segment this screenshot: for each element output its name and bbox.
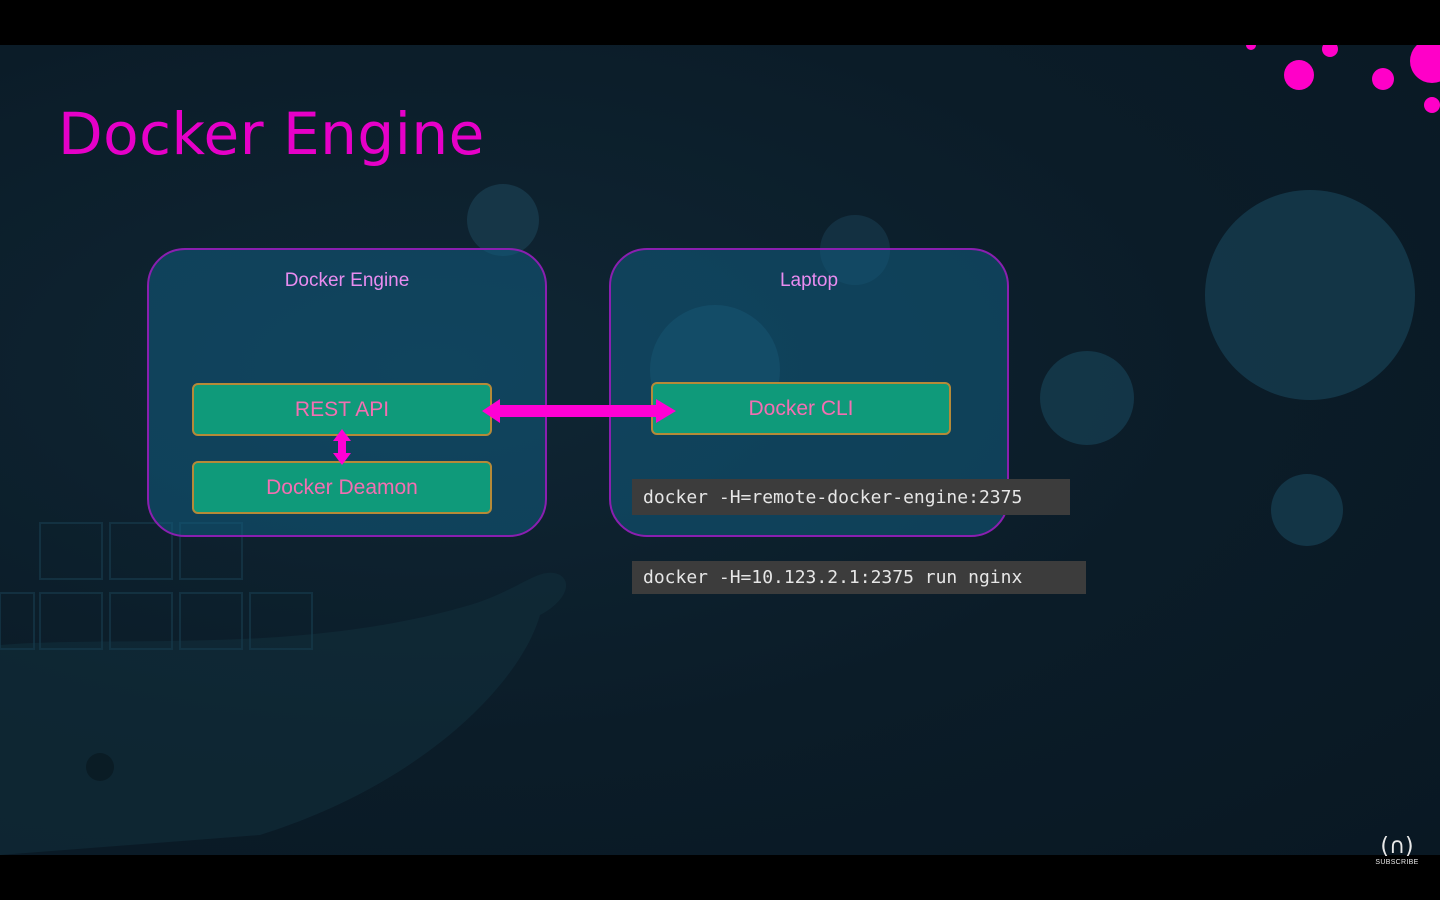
command-remote-host: docker -H=remote-docker-engine:2375 — [632, 479, 1070, 515]
bubble — [1040, 351, 1134, 445]
letterbox-top — [0, 0, 1440, 45]
bubble — [467, 184, 539, 256]
accent-dot — [1284, 60, 1314, 90]
flame-icon: (∩) — [1380, 834, 1414, 859]
subscribe-logo[interactable]: (∩) SUBSCRIBE — [1374, 835, 1420, 875]
bubble — [1271, 474, 1343, 546]
docker-engine-box-label: Docker Engine — [284, 270, 410, 291]
accent-dot — [1246, 45, 1256, 50]
slide: Docker Engine Docker Engine REST API Doc… — [0, 45, 1440, 855]
command-run-nginx: docker -H=10.123.2.1:2375 run nginx — [632, 561, 1086, 594]
laptop-box-label: Laptop — [779, 270, 839, 291]
container-stack — [0, 522, 313, 650]
rest-api-box: REST API — [192, 383, 492, 436]
letterbox-bottom — [0, 855, 1440, 900]
accent-dot — [1410, 45, 1440, 83]
docker-daemon-box: Docker Deamon — [192, 461, 492, 514]
accent-dot — [1322, 45, 1338, 57]
whale-eye — [86, 753, 114, 781]
docker-cli-box: Docker CLI — [651, 382, 951, 435]
whale-silhouette — [0, 572, 567, 855]
accent-dot — [1424, 97, 1440, 113]
subscribe-caption: SUBSCRIBE — [1375, 859, 1419, 866]
accent-dot — [1372, 68, 1394, 90]
slide-title: Docker Engine — [58, 100, 485, 168]
bubble — [1205, 190, 1415, 400]
